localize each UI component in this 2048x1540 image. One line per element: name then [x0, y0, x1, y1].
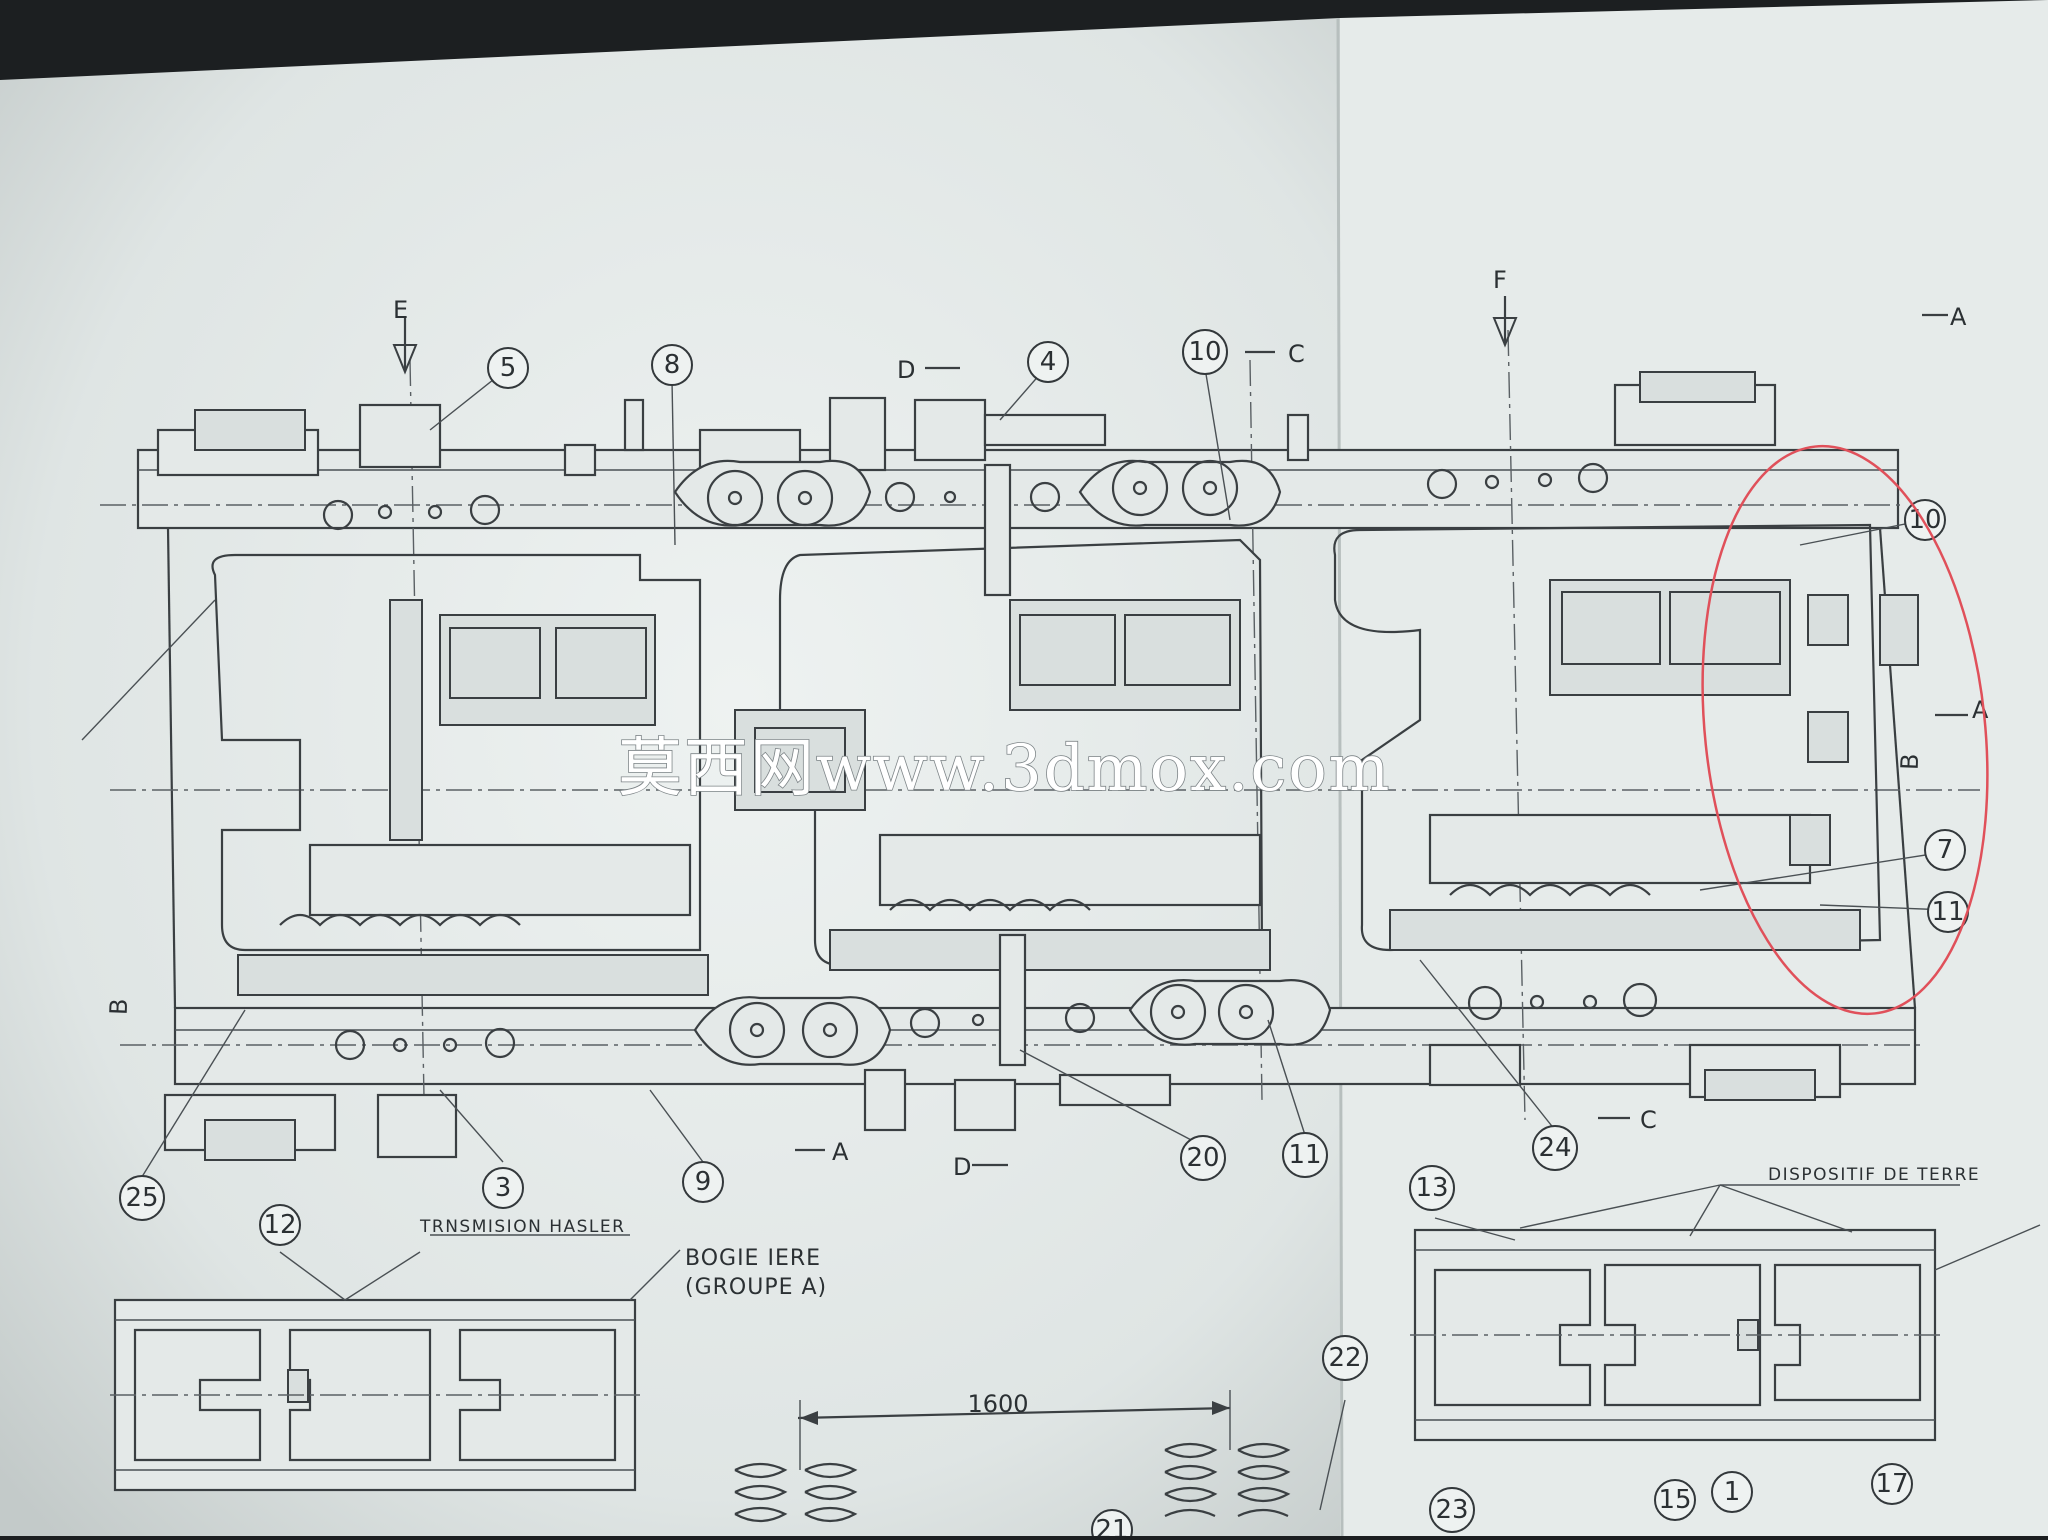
bogie-caption-line2: (GROUPE A)	[685, 1275, 827, 1300]
callout-13: 13	[1409, 1165, 1455, 1211]
svg-text:1: 1	[1724, 1477, 1741, 1507]
svg-text:15: 15	[1658, 1485, 1691, 1515]
highlight-ellipse	[1701, 444, 1989, 1016]
watermark-text: 莫西网www.3dmox.com	[618, 732, 1392, 806]
callout-11-right: 11	[1927, 891, 1969, 933]
svg-text:4: 4	[1040, 347, 1057, 377]
svg-text:5: 5	[500, 353, 517, 383]
svg-text:21: 21	[1095, 1515, 1128, 1536]
callout-12: 12	[259, 1204, 301, 1246]
section-b-left-label: B	[105, 998, 134, 1015]
svg-text:12: 12	[263, 1210, 296, 1240]
callout-4: 4	[1027, 341, 1069, 383]
callout-20: 20	[1180, 1135, 1226, 1181]
callout-10-top: 10	[1182, 329, 1228, 375]
callout-1: 1	[1711, 1471, 1753, 1513]
section-c-top-label: C	[1288, 340, 1305, 368]
section-d-top-label: D	[897, 356, 915, 384]
svg-text:17: 17	[1875, 1469, 1908, 1499]
callout-5: 5	[487, 347, 529, 389]
callout-25: 25	[119, 1175, 165, 1221]
section-markers: E F D D C C A A A B B	[105, 266, 1989, 1181]
callout-9: 9	[682, 1161, 724, 1203]
svg-text:13: 13	[1415, 1173, 1448, 1203]
svg-text:10: 10	[1908, 505, 1941, 535]
svg-text:20: 20	[1186, 1143, 1219, 1173]
callout-15: 15	[1654, 1479, 1696, 1521]
section-a-bottom-label: A	[832, 1138, 849, 1166]
detail-view-earthing	[1410, 1228, 1940, 1442]
section-c-bottom-label: C	[1640, 1106, 1657, 1134]
paper-sheet-right	[1340, 0, 2048, 1536]
svg-text:23: 23	[1435, 1495, 1468, 1525]
svg-text:8: 8	[664, 350, 681, 380]
section-a-top-label: A	[1950, 303, 1967, 331]
detail-view-transmission	[110, 1298, 640, 1492]
section-e-label: E	[393, 296, 408, 324]
paper-sheet-left	[0, 18, 1340, 1536]
callout-11-bottom: 11	[1282, 1132, 1328, 1178]
svg-text:22: 22	[1328, 1343, 1361, 1373]
callout-23: 23	[1429, 1487, 1475, 1533]
svg-text:25: 25	[125, 1183, 158, 1213]
spring-stack	[734, 1442, 1291, 1523]
dispositif-caption: DISPOSITIF DE TERRE	[1768, 1165, 1980, 1185]
svg-text:7: 7	[1937, 835, 1954, 865]
callout-3: 3	[482, 1167, 524, 1209]
svg-text:9: 9	[695, 1167, 712, 1197]
section-d-bottom-label: D	[953, 1153, 971, 1181]
dimension-1600: 1600	[797, 1390, 1231, 1470]
section-b-right-label: B	[1896, 753, 1925, 770]
section-a-right-label: A	[1972, 696, 1989, 724]
svg-text:11: 11	[1931, 897, 1964, 927]
leader-lines	[81, 364, 2041, 1511]
callout-10-right: 10	[1904, 499, 1946, 541]
callout-17: 17	[1871, 1463, 1913, 1505]
page-fold	[1336, 17, 1344, 1537]
bogie-frame-plan	[100, 329, 1980, 1161]
dimension-label: 1600	[967, 1390, 1028, 1418]
svg-text:24: 24	[1538, 1133, 1571, 1163]
callout-24: 24	[1532, 1125, 1578, 1171]
callout-22: 22	[1322, 1335, 1368, 1381]
svg-text:10: 10	[1188, 337, 1221, 367]
svg-text:11: 11	[1288, 1140, 1321, 1170]
svg-text:3: 3	[495, 1173, 512, 1203]
callout-7: 7	[1924, 829, 1966, 871]
bogie-caption-line1: BOGIE IERE	[685, 1246, 821, 1271]
callout-8: 8	[651, 344, 693, 386]
transmission-caption: TRNSMISION HASLER	[419, 1217, 625, 1237]
section-f-label: F	[1493, 266, 1507, 294]
